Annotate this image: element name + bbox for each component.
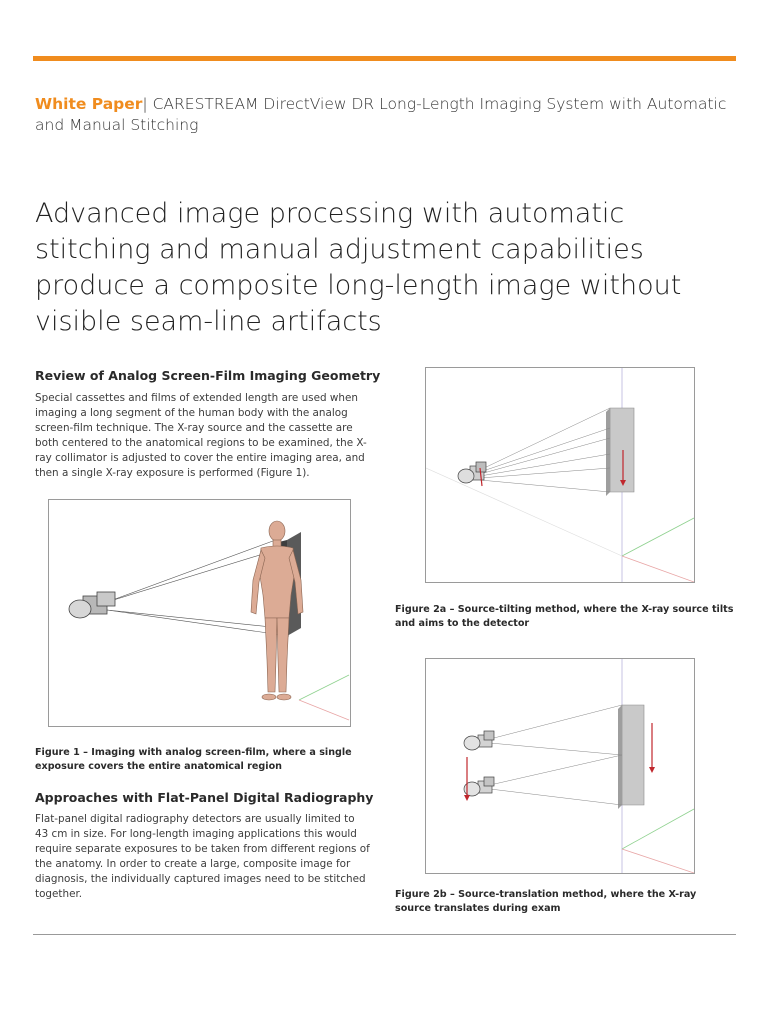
header-separator: | — [142, 95, 148, 113]
section-body-flat-panel: Flat-panel digital radiography detectors… — [35, 813, 370, 900]
figure-1-image — [48, 499, 351, 727]
document-title: CARESTREAM DirectView DR Long-Length Ima… — [35, 95, 727, 134]
figure-2b-image — [425, 658, 695, 874]
headline: Advanced image processing with automatic… — [35, 198, 682, 337]
document-type-label: White Paper — [35, 95, 143, 113]
figure-2a-illustration — [426, 368, 694, 582]
top-accent-rule — [33, 56, 736, 61]
section-body-analog: Special cassettes and films of extended … — [35, 392, 367, 479]
section-heading-analog: Review of Analog Screen-Film Imaging Geo… — [35, 368, 381, 383]
figure-2b-illustration — [463, 659, 694, 873]
figure-2a-caption: Figure 2a – Source-tilting method, where… — [395, 604, 734, 629]
figure-1-illustration — [68, 520, 350, 721]
figure-2a-image — [425, 367, 695, 583]
section-heading-flat-panel: Approaches with Flat-Panel Digital Radio… — [35, 790, 374, 805]
figure-1-caption: Figure 1 – Imaging with analog screen-fi… — [35, 747, 352, 772]
document-header: White Paper| CARESTREAM DirectView DR Lo… — [35, 94, 735, 136]
figure-2b-caption: Figure 2b – Source-translation method, w… — [395, 889, 697, 914]
bottom-divider — [33, 934, 736, 935]
